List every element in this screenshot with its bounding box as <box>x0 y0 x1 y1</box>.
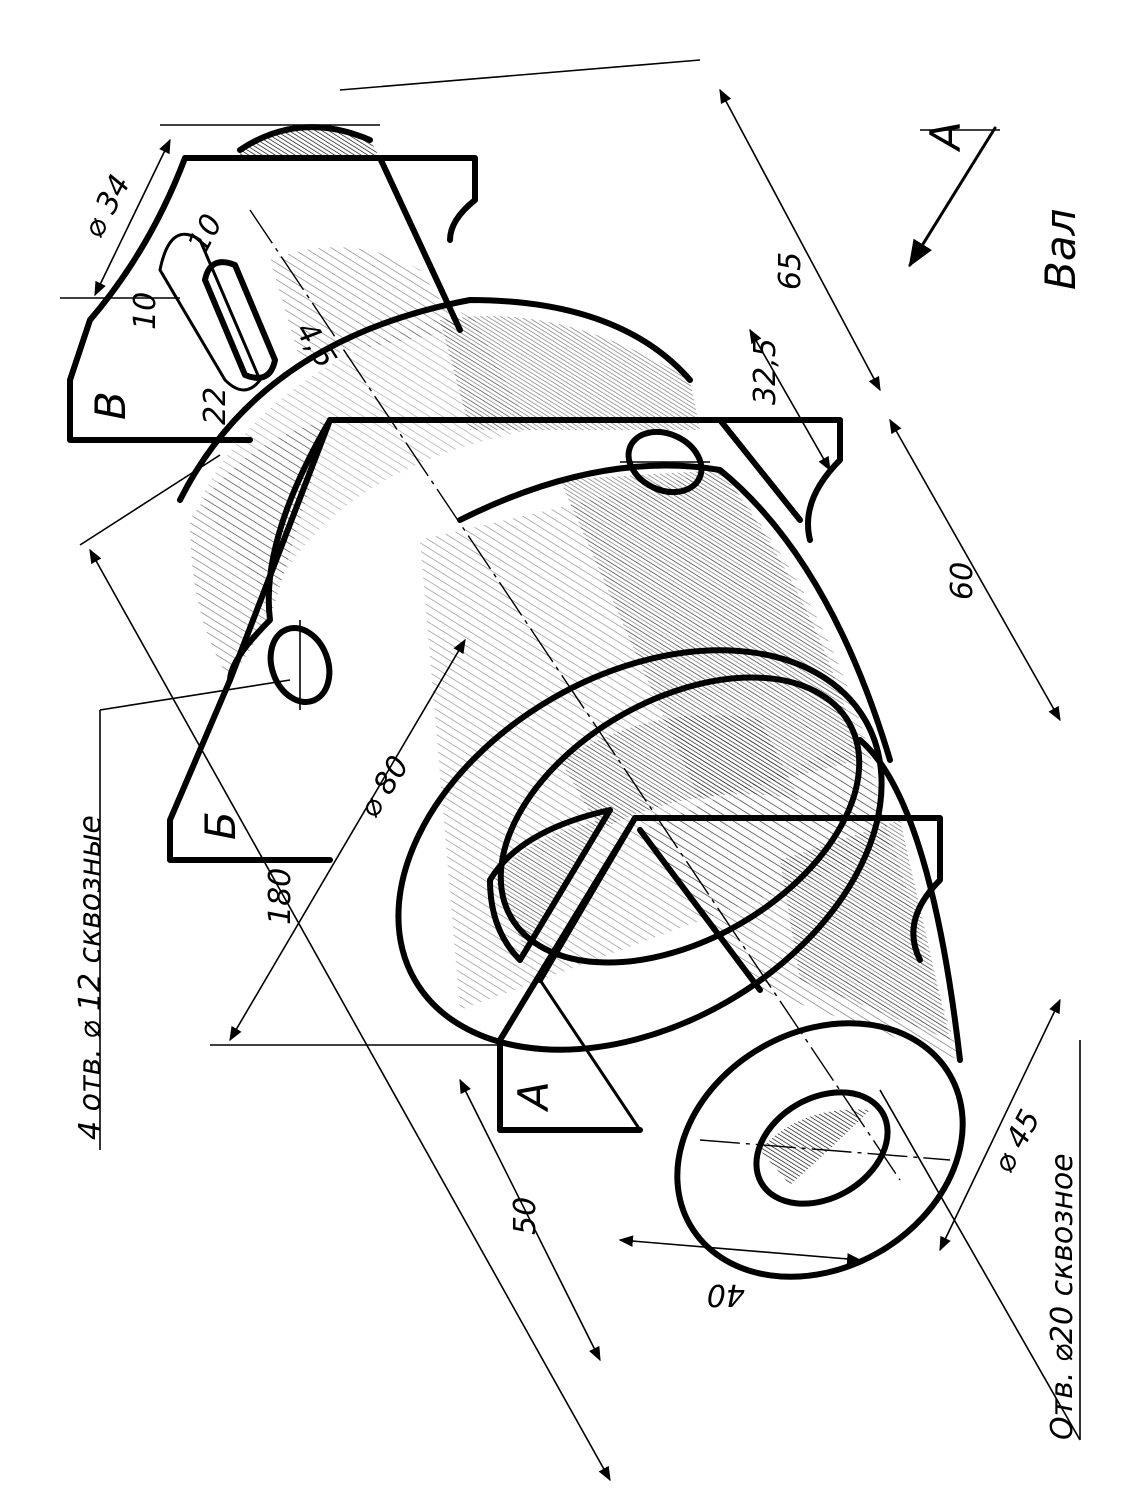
dim-32-5: 32,5 <box>748 338 783 405</box>
dim-d45: ⌀ 45 <box>986 1104 1048 1179</box>
dim-65: 65 <box>773 252 808 290</box>
section-label-v: В <box>86 391 135 420</box>
dim-10b: 10 <box>128 292 163 330</box>
section-label-b: Б <box>196 811 245 840</box>
note-4-holes: 4 отв. ⌀ 12 сквозные <box>73 815 108 1140</box>
dim-d34: ⌀ 34 <box>76 169 138 244</box>
central-collar <box>395 462 893 1053</box>
note-through-hole: Отв. ⌀20 сквозное <box>1045 1153 1080 1440</box>
dim-40: 40 <box>707 1277 745 1312</box>
dim-10a: 10 <box>181 209 230 259</box>
drawing-title: Вал <box>1036 209 1085 290</box>
dim-22: 22 <box>198 387 233 425</box>
dim-50: 50 <box>508 1197 543 1235</box>
through-bore-20 <box>753 1089 891 1207</box>
dim-60: 60 <box>945 562 980 600</box>
section-label-a: А <box>509 1081 558 1113</box>
view-direction-arrow <box>908 126 997 268</box>
dim-180: 180 <box>263 868 298 925</box>
dimensions <box>60 59 1061 1482</box>
view-arrow-label: A <box>921 121 970 153</box>
dim-d80: ⌀ 80 <box>352 750 417 824</box>
radial-hole-upper <box>625 428 705 496</box>
